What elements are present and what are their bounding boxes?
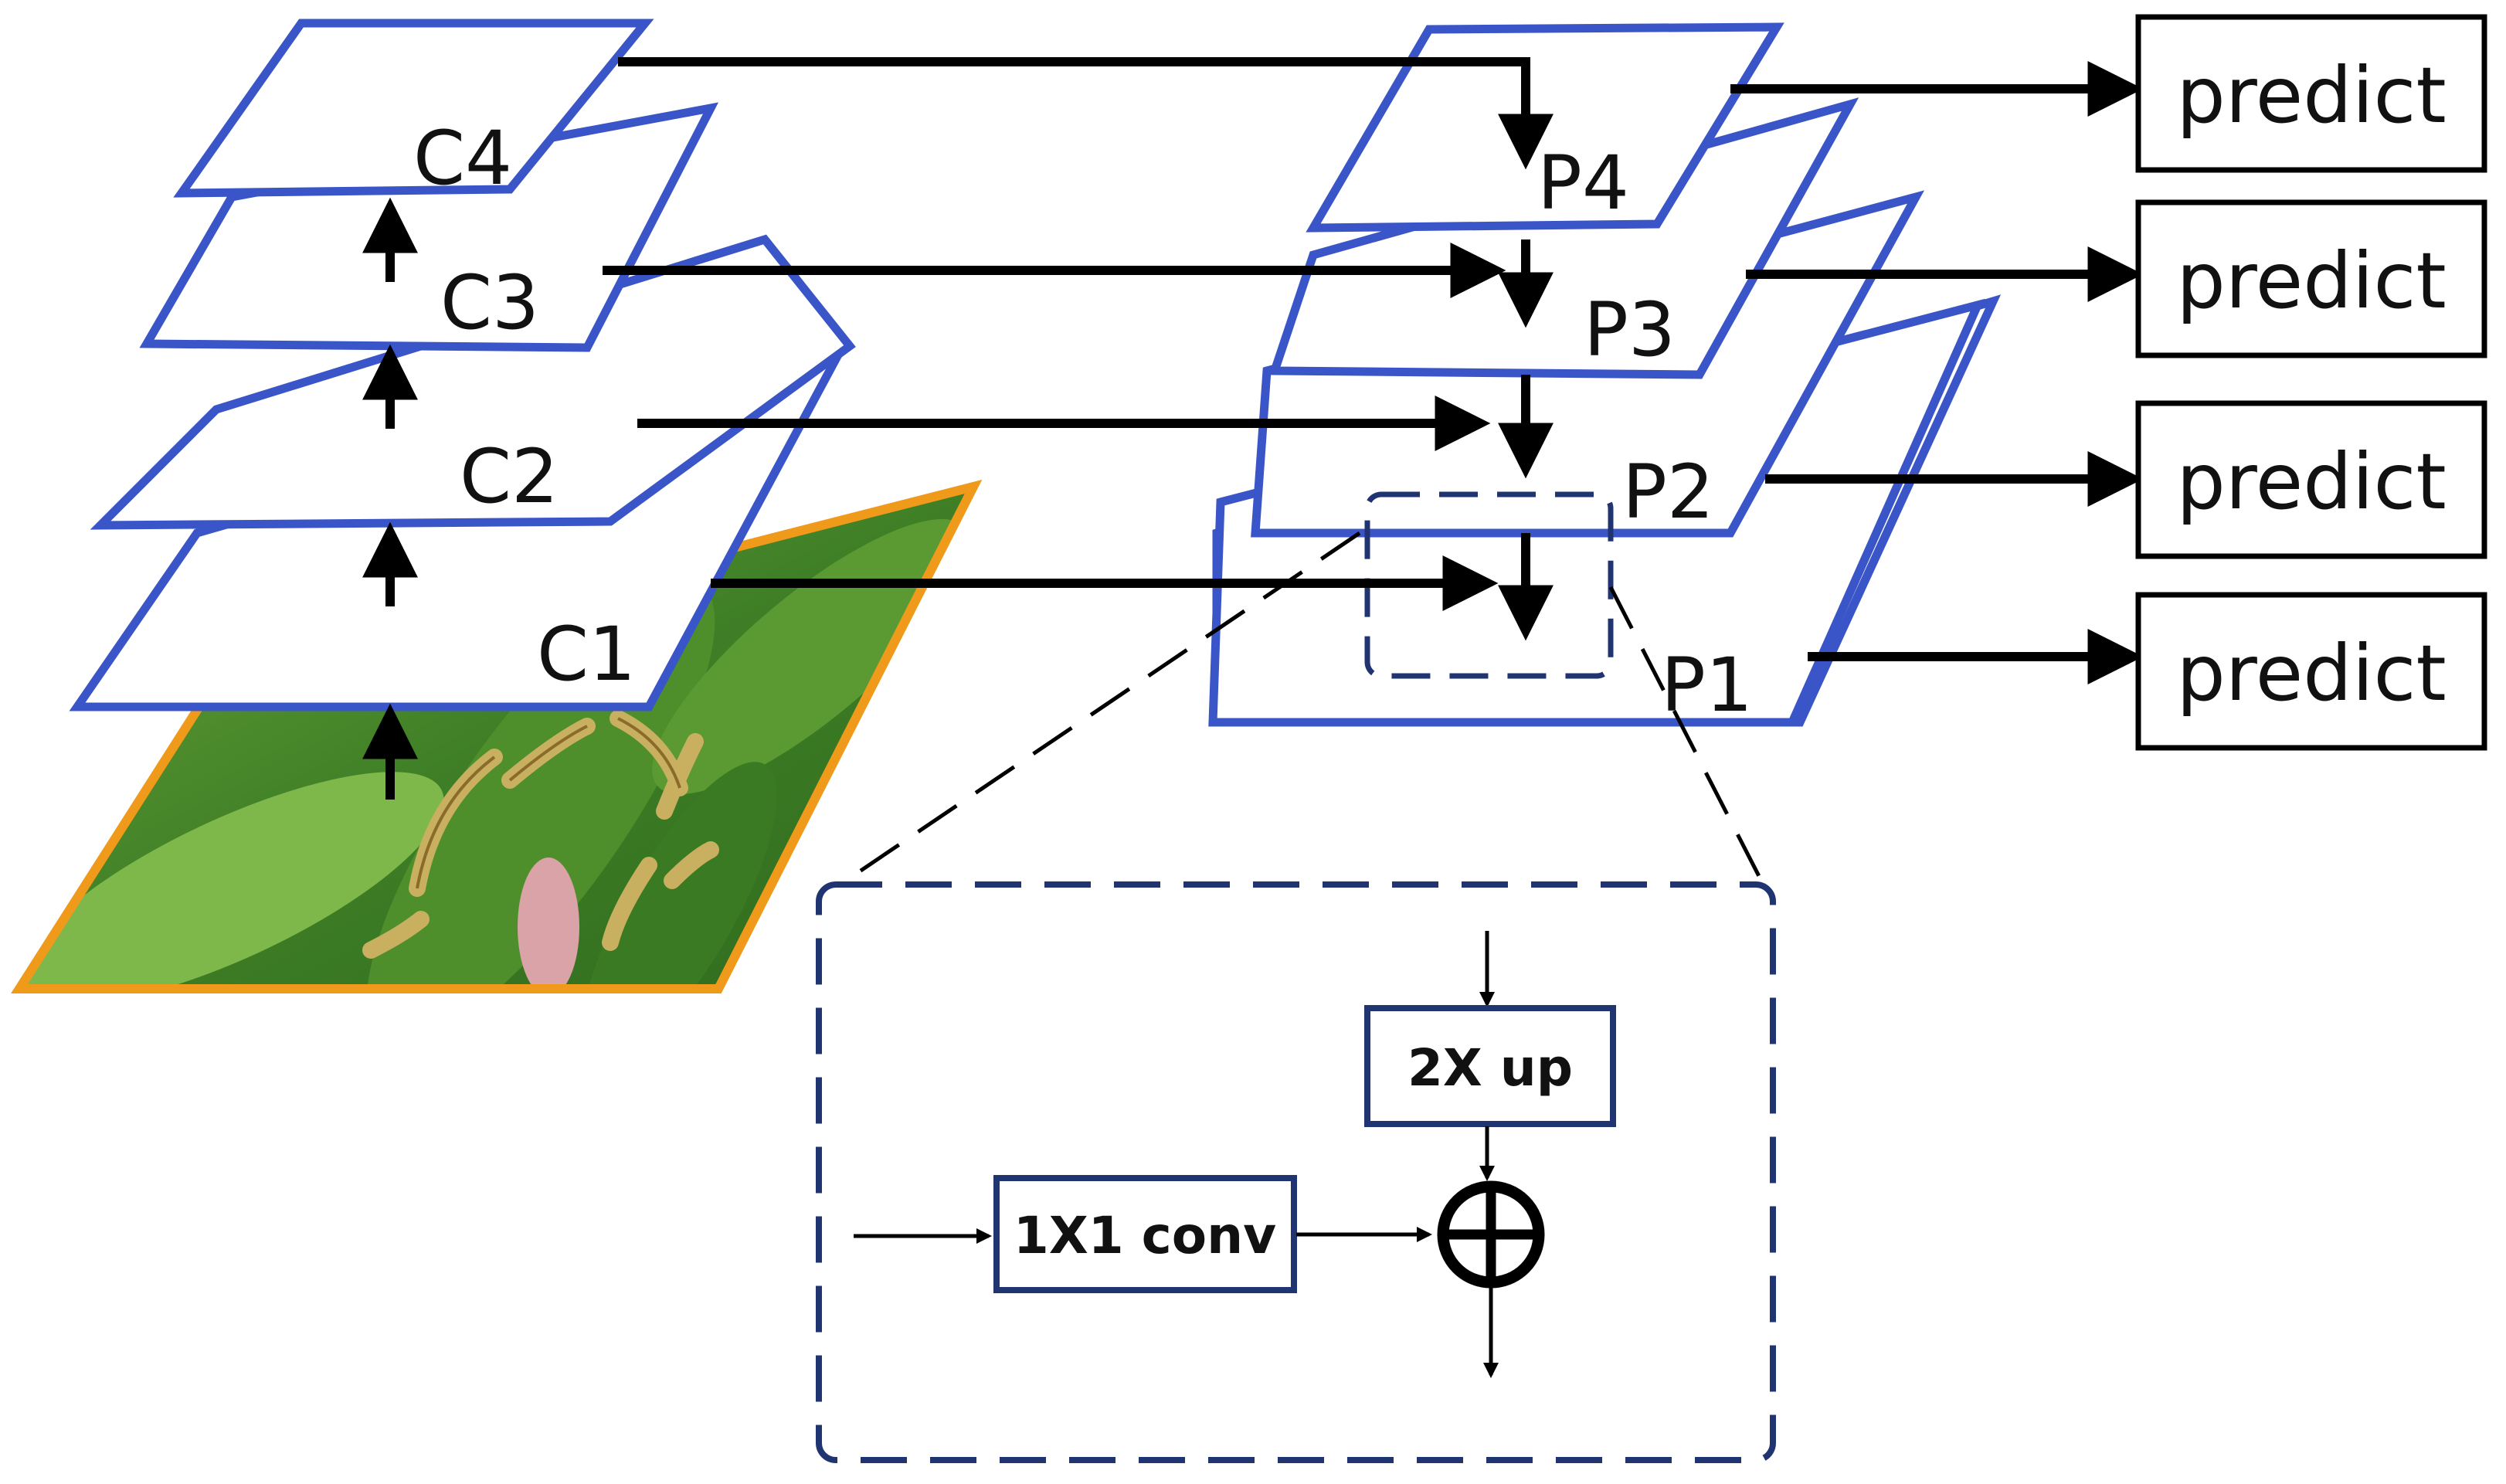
conv-label: 1X1 conv xyxy=(1014,1206,1276,1265)
lateral-arrows xyxy=(603,57,1554,611)
predict-box-p2 xyxy=(2135,400,2487,559)
predict-label-p2: predict xyxy=(2176,436,2446,527)
label-c1: C1 xyxy=(537,611,636,698)
label-p3: P3 xyxy=(1584,287,1676,373)
merge-detail-panel: 2X up 1X1 conv xyxy=(816,881,1776,1463)
add-icon xyxy=(1437,1180,1545,1289)
label-c4: C4 xyxy=(413,115,512,202)
label-p4: P4 xyxy=(1537,140,1629,226)
conv-box xyxy=(993,1175,1297,1293)
predict-label-p4: predict xyxy=(2176,50,2446,141)
label-c3: C3 xyxy=(440,260,539,346)
prediction-outputs: predict predict predict predict xyxy=(1730,14,2487,751)
predict-label-p3: predict xyxy=(2176,236,2446,326)
predict-box-p1 xyxy=(2135,592,2487,751)
label-p2: P2 xyxy=(1622,449,1714,535)
predict-box-p3 xyxy=(2135,199,2487,358)
upsample-box xyxy=(1364,1005,1616,1127)
label-c2: C2 xyxy=(460,433,559,520)
predict-box-p4 xyxy=(2135,14,2487,173)
backbone-plane-c4: C4 xyxy=(173,19,654,202)
predict-label-p1: predict xyxy=(2176,628,2446,718)
input-image xyxy=(11,479,983,993)
upsample-label: 2X up xyxy=(1408,1038,1573,1098)
